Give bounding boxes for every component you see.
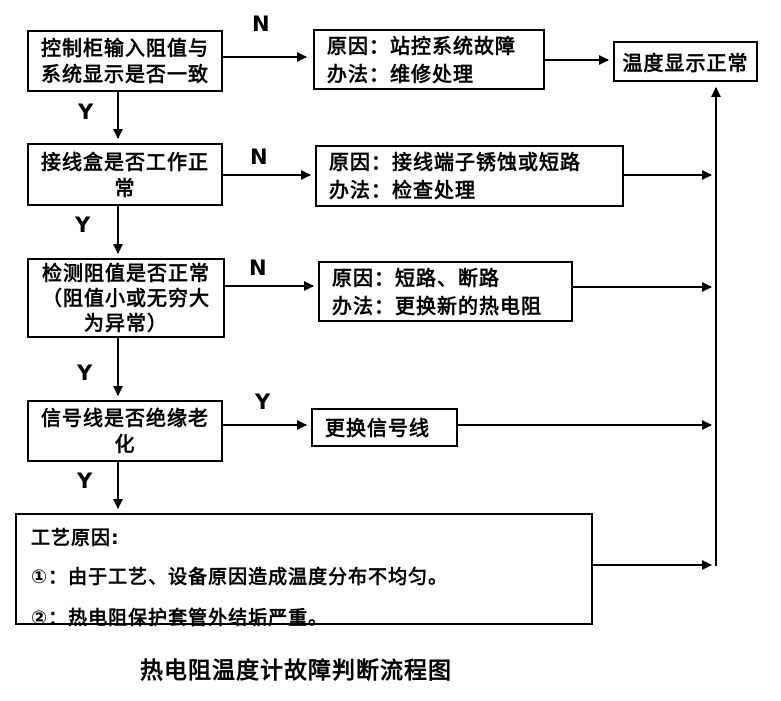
branch-label-yes-2: Y [75,213,91,237]
remedy-box-short-open-circuit: 原因：短路、断路 办法：更换新的热电阻 [318,261,573,322]
decision-box-junction-box: 接线盒是否工作正 常 [27,143,223,206]
decision-box-signal-wire-text: 信号线是否绝缘老 化 [41,406,209,456]
remedy-box-terminal-corrosion-text: 原因：接线端子锈蚀或短路 办法：检查处理 [329,150,581,202]
decision-box-measured-resistance-text: 检测阻值是否正常 （阻值小或无穷大 为异常） [42,260,210,335]
decision-box-junction-box-text: 接线盒是否工作正 常 [41,149,209,200]
branch-label-yes-4: Y [255,390,271,414]
diagram-caption: 热电阻温度计故障判断流程图 [140,658,452,684]
branch-label-no-3: N [249,256,267,280]
process-reason-item-2: ②：热电阻保护套管外结垢严重。 [31,607,329,629]
branch-label-yes-3: Y [77,361,93,385]
outcome-box-temperature-normal: 温度显示正常 [613,41,758,82]
remedy-box-replace-signal-wire-text: 更换信号线 [325,415,430,440]
process-reason-title: 工艺原因: [31,527,120,549]
process-reason-box: 工艺原因: ①：由于工艺、设备原因造成温度分布不均匀。 ②：热电阻保护套管外结垢… [15,513,593,629]
remedy-box-station-control-text: 原因：站控系统故障 办法：维修处理 [327,33,516,86]
remedy-box-short-open-circuit-text: 原因：短路、断路 办法：更换新的热电阻 [332,265,542,318]
decision-box-input-resistance: 控制柜输入阻值与 系统显示是否一致 [27,30,223,92]
remedy-box-station-control: 原因：站控系统故障 办法：维修处理 [313,29,545,90]
branch-label-no-2: N [250,145,268,169]
remedy-box-terminal-corrosion: 原因：接线端子锈蚀或短路 办法：检查处理 [315,145,624,207]
decision-box-measured-resistance: 检测阻值是否正常 （阻值小或无穷大 为异常） [27,258,225,338]
branch-label-no-1: N [252,12,270,36]
outcome-box-temperature-normal-text: 温度显示正常 [622,51,749,75]
decision-box-signal-wire: 信号线是否绝缘老 化 [27,400,223,462]
decision-box-input-resistance-text: 控制柜输入阻值与 系统显示是否一致 [41,36,209,86]
process-reason-content: 工艺原因: ①：由于工艺、设备原因造成温度分布不均匀。 ②：热电阻保护套管外结垢… [17,515,462,652]
remedy-box-replace-signal-wire: 更换信号线 [311,408,458,447]
branch-label-yes-1: Y [78,100,94,124]
branch-label-yes-5: Y [77,469,93,493]
process-reason-item-1: ①：由于工艺、设备原因造成温度分布不均匀。 [31,566,449,588]
